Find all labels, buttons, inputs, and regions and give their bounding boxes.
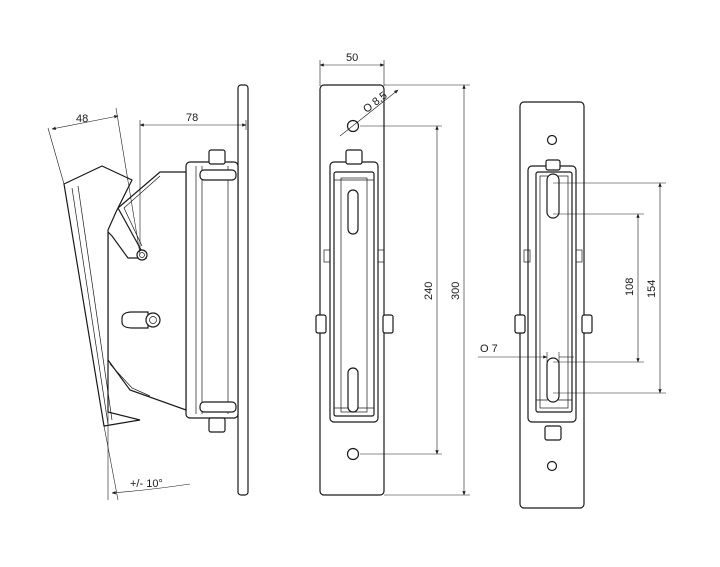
dim-height-label: 300 [450,282,462,300]
front-hole-bottom [346,447,360,461]
dim-slot-width-label: O 7 [480,343,498,355]
side-view: 48 78 +/- 10° [47,84,249,501]
dim-width-label: 50 [346,52,358,64]
dim-angle-label: +/- 10° [130,478,163,490]
side-roller-bottom [199,401,237,413]
back-bolt-top [545,159,561,171]
back-hole-top [546,134,558,146]
side-bolt-top [208,149,226,165]
side-bracket-arm [107,171,187,411]
back-slot-bottom [546,357,560,403]
back-view: O 7 108 154 [478,101,666,509]
side-clamp-housing [185,161,239,419]
dim-depth-label: 78 [186,112,198,124]
front-tab-left [315,314,327,334]
dim-slot-outer-label: 154 [646,280,658,298]
front-slot-bottom [347,367,359,413]
dim-slot-inner-label: 108 [624,278,636,296]
back-bolt-bottom [544,425,562,441]
dim-tilt-width-label: 48 [76,113,88,125]
front-tab-right [382,314,394,334]
side-tilt-screw [121,311,149,329]
front-view: 50 O 8,5 240 300 [315,52,470,496]
side-pivot-hole [136,249,148,261]
back-hole-bottom [546,460,558,472]
side-roller-top [199,169,237,181]
side-tilt-plate [63,165,141,427]
side-wall-plate [237,84,249,496]
back-tab-right [581,314,593,334]
back-slot-top [546,173,560,219]
back-tab-left [514,314,526,334]
front-slot-top [347,189,359,235]
front-bolt-top [345,149,363,165]
dim-hole-spacing-label: 240 [423,282,435,300]
side-bolt-bottom [208,417,226,433]
side-tilt-knob [145,312,161,328]
